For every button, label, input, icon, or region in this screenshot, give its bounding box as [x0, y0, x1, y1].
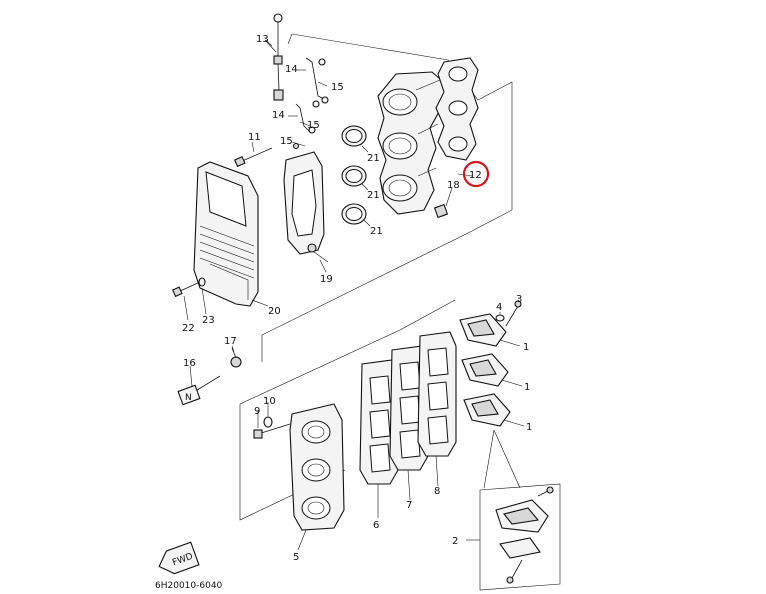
part-labels: 13 14 15 14 15 11 15 21 12 18 21 21 19 2… [182, 34, 532, 563]
part-21-o-rings[interactable] [341, 125, 367, 225]
intake-manifold[interactable] [377, 71, 449, 217]
part-19-bracket[interactable] [283, 151, 329, 263]
label-5: 5 [293, 552, 299, 563]
part-9-bolt[interactable] [253, 423, 291, 439]
label-20: 20 [268, 306, 281, 317]
label-9: 9 [254, 406, 260, 417]
part-5-reed-valve-plate[interactable] [289, 403, 345, 531]
part-4-washer[interactable] [495, 314, 505, 322]
label-10: 10 [263, 396, 276, 407]
label-15-middle: 15 [307, 120, 320, 131]
label-23: 23 [202, 315, 215, 326]
fwd-arrow: FWD [158, 541, 200, 575]
part-13-link-rod[interactable] [264, 13, 284, 101]
part-18-plug[interactable] [433, 203, 449, 219]
label-13: 13 [256, 34, 269, 45]
label-15-upper: 15 [331, 82, 344, 93]
leader-lines [183, 39, 525, 551]
label-1-upper: 1 [523, 342, 529, 353]
part-8-gasket[interactable] [417, 331, 457, 457]
label-18: 18 [447, 180, 460, 191]
label-1-lower: 1 [526, 422, 532, 433]
part-20-intake-silencer[interactable] [193, 161, 259, 307]
label-22: 22 [182, 323, 195, 334]
label-14-upper: 14 [285, 64, 298, 75]
label-21-top: 21 [367, 153, 380, 164]
label-15-lower: 15 [280, 136, 293, 147]
drawing-code: 6H20010-6040 [155, 581, 223, 591]
part-11-bolt[interactable] [233, 147, 273, 168]
part-2-reed-valve-kit[interactable] [479, 483, 561, 591]
label-21-bottom: 21 [370, 226, 383, 237]
label-2: 2 [452, 536, 458, 547]
part-17-fitting[interactable] [230, 347, 242, 368]
label-11: 11 [248, 132, 261, 143]
label-4: 4 [496, 302, 502, 313]
label-6: 6 [373, 520, 379, 531]
part-10-washer[interactable] [263, 416, 273, 428]
label-17: 17 [224, 336, 237, 347]
part-12-highlight-circle [462, 160, 490, 188]
label-16: 16 [183, 358, 196, 369]
part-1-reed-valve-upper[interactable] [459, 313, 507, 347]
part-12-manifold-gasket[interactable] [435, 57, 479, 161]
part-22-screw[interactable] [171, 281, 201, 298]
label-3: 3 [516, 294, 522, 305]
label-8: 8 [434, 486, 440, 497]
part-16-lever[interactable]: N [177, 375, 221, 406]
part-3-screw[interactable] [505, 300, 522, 327]
part-1-reed-valve-lower[interactable] [463, 393, 511, 427]
part-14-clamp-lower[interactable] [295, 100, 320, 134]
label-21-mid: 21 [367, 190, 380, 201]
part-6-gasket[interactable] [359, 359, 399, 485]
label-14-lower: 14 [272, 110, 285, 121]
part-15-bolts[interactable] [291, 81, 328, 150]
label-12: 12 [469, 170, 482, 181]
part-14-clamp-upper[interactable] [305, 57, 329, 104]
part-1-reed-valve-middle[interactable] [461, 353, 509, 387]
part-23-washer[interactable] [198, 277, 206, 287]
svg-text:N: N [185, 393, 192, 403]
label-1-middle: 1 [524, 382, 530, 393]
label-7: 7 [406, 500, 412, 511]
label-19: 19 [320, 274, 333, 285]
